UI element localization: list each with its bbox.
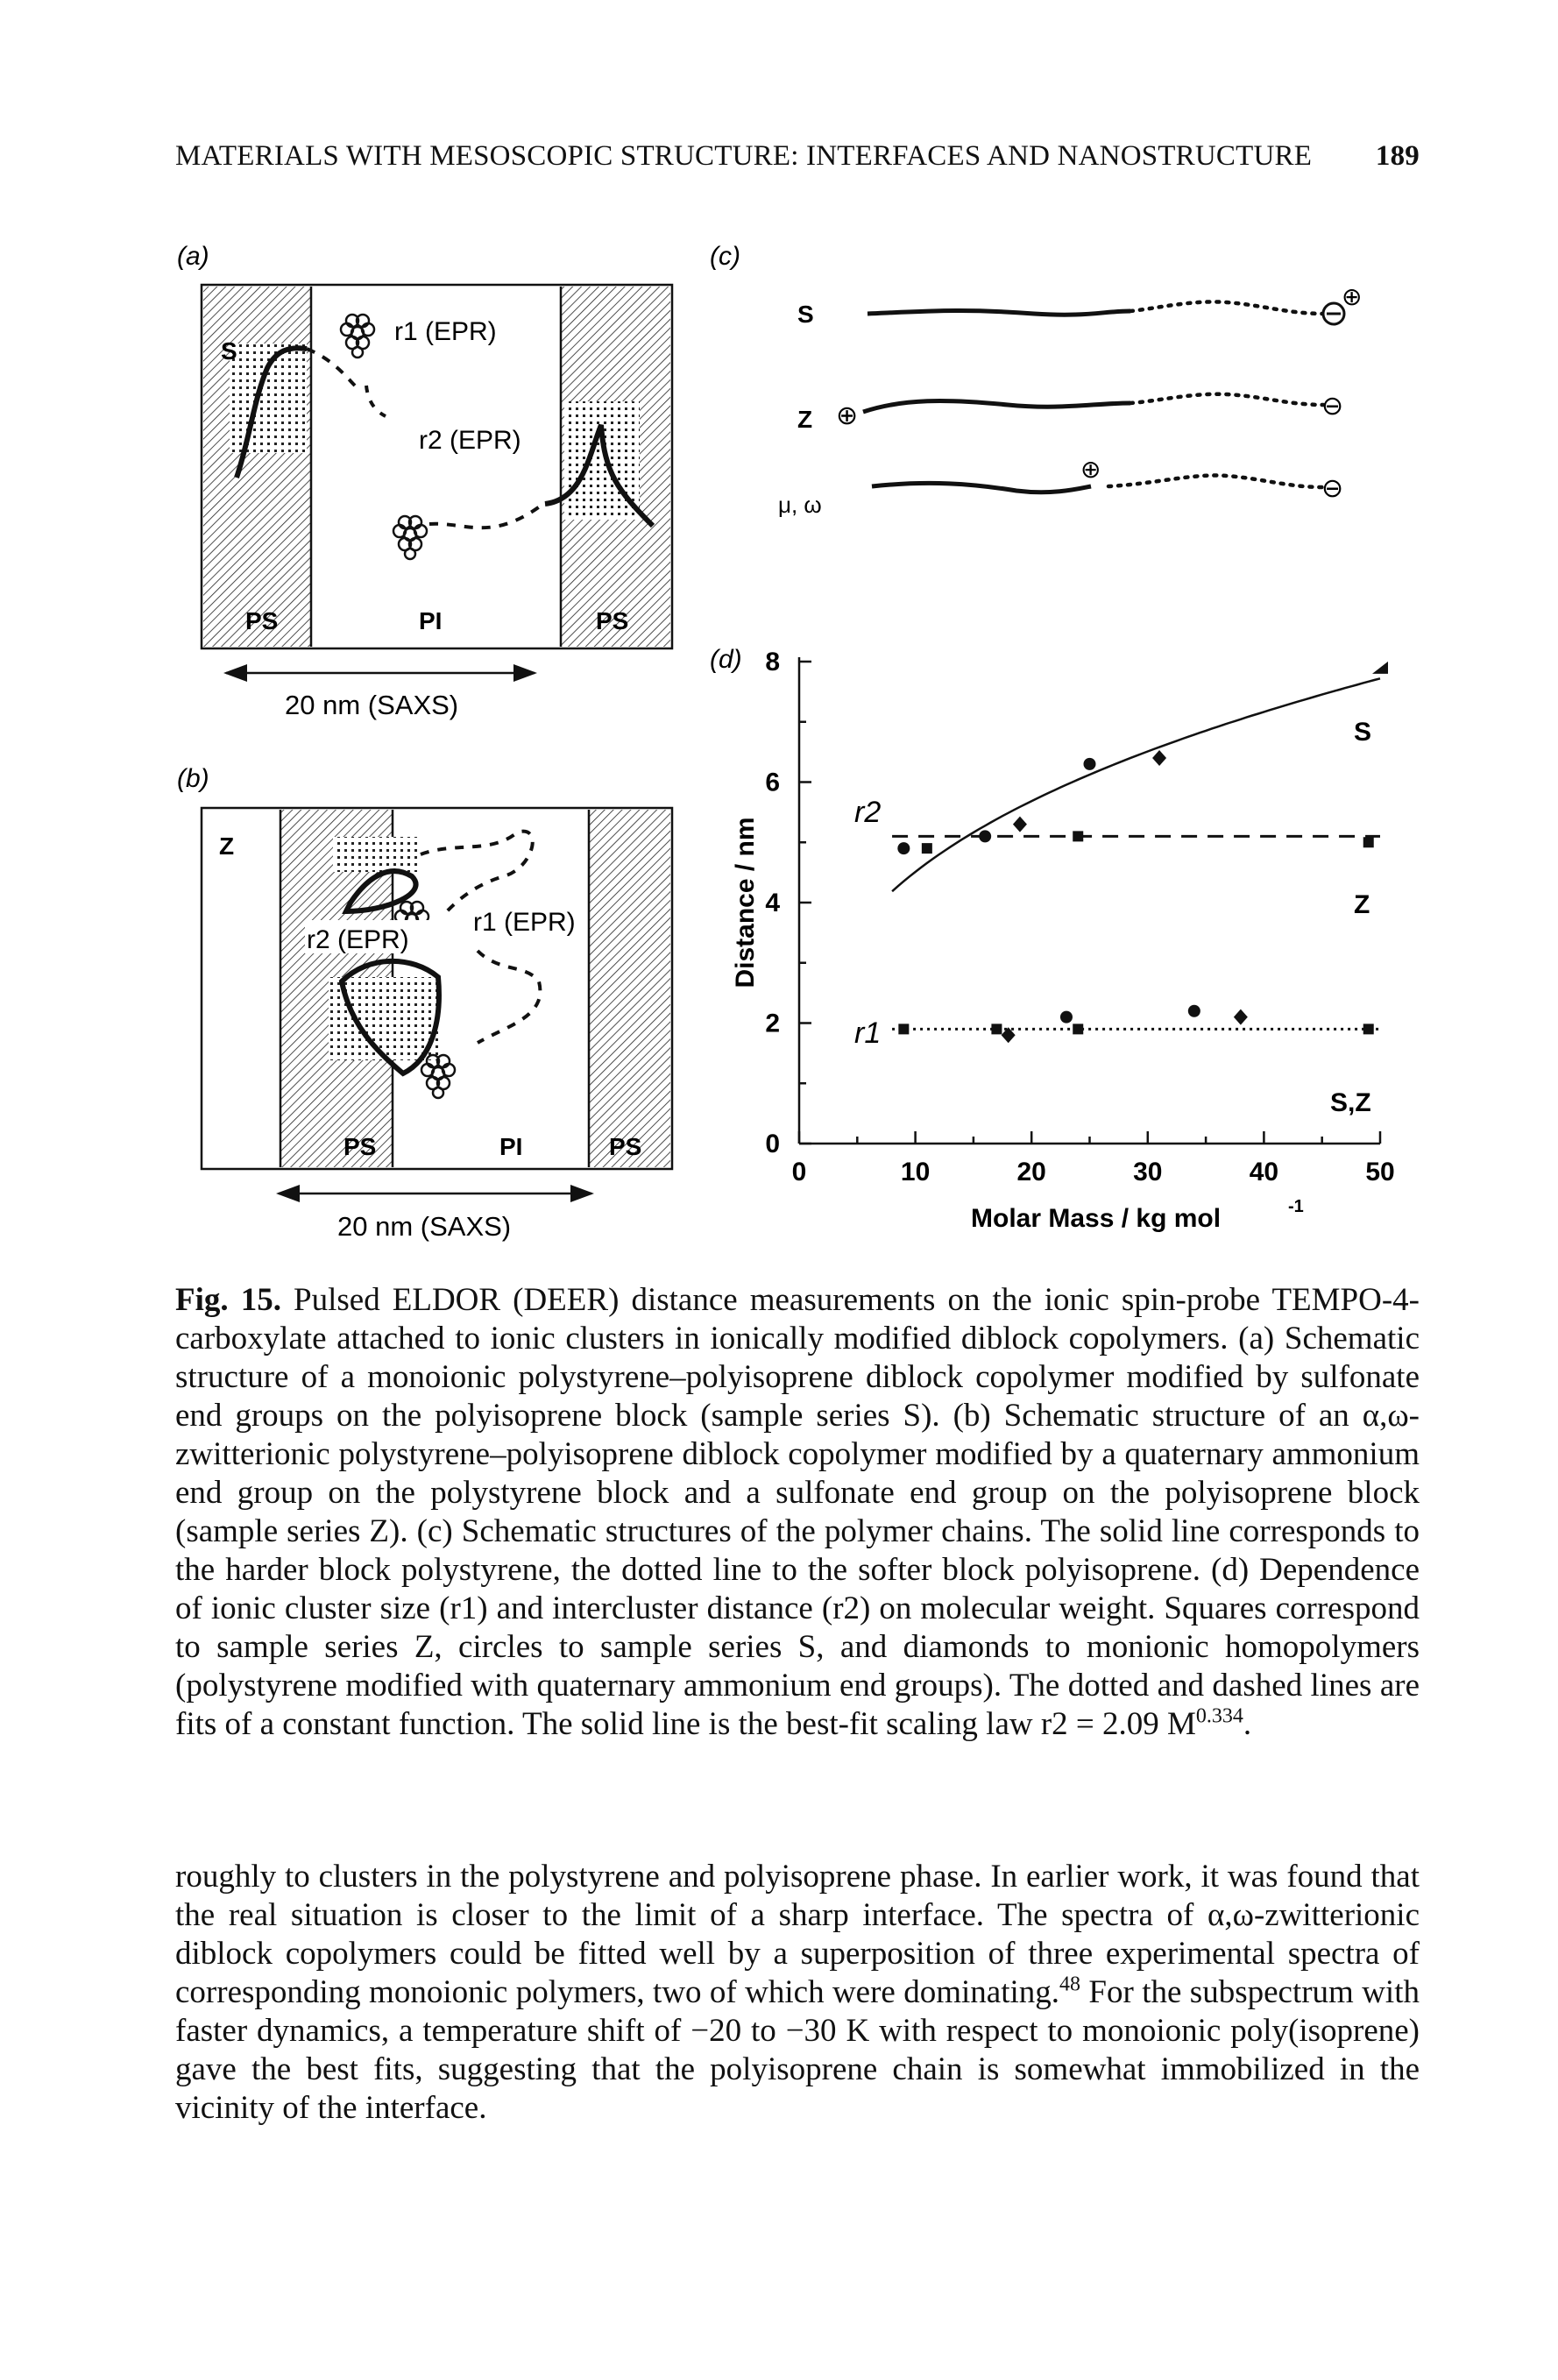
panel-b-ps-right-label: PS [609,1133,641,1160]
page-number: 189 [1375,140,1420,172]
data-point-diamond [1001,1027,1016,1044]
x-tick-label: 20 [1017,1158,1046,1186]
panel-a-r1-label: r1 (EPR) [394,317,497,346]
chain-mu-omega-end-group: ⊖ [1321,474,1343,503]
running-header: MATERIALS WITH MESOSCOPIC STRUCTURE: INT… [175,131,1420,184]
y-tick-label: 6 [765,769,780,797]
r1-curve-label: r1 [854,1016,881,1050]
x-axis-label-superscript: -1 [1288,1197,1304,1216]
chain-z-start-group: ⊕ [836,401,858,430]
y-tick-label: 0 [765,1130,780,1158]
r2-curve-label: r2 [854,796,881,829]
panel-b-z-label: Z [219,832,234,860]
panel-b-pi-label: PI [499,1133,522,1160]
data-point-circle [897,842,910,855]
panel-a-r2-label: r2 (EPR) [419,426,521,455]
data-point-square [1363,837,1374,848]
panel-d-label: (d) [710,645,742,674]
x-tick-label: 0 [792,1158,807,1186]
ps-domain-left [203,287,311,647]
figure-label: Fig. 15. [175,1282,281,1318]
data-point-square [1073,1024,1084,1035]
caption-exponent: 0.334 [1195,1704,1243,1728]
panel-a-scale-bar: 20 nm (SAXS) [223,664,537,720]
data-point-diamond [1012,816,1027,832]
x-axis-label: Molar Mass / kg mol [971,1204,1221,1233]
ps-domain-right [589,810,670,1167]
chain-z-label: Z [797,406,812,433]
data-point-circle [1059,1010,1073,1024]
data-point-diamond [1233,1009,1248,1025]
y-tick-label: 4 [765,889,780,917]
s-curve-label: S [1354,718,1371,747]
caption-end: . [1243,1706,1252,1742]
panel-b-ps-label: PS [343,1133,376,1160]
y-tick-label: 8 [765,648,780,676]
x-tick-label: 40 [1250,1158,1278,1186]
power-law-fit-line [891,677,1381,893]
reference-48: 48 [1059,1973,1081,1996]
caption-text: Pulsed ELDOR (DEER) distance measurement… [175,1282,1420,1742]
body-paragraph: roughly to clusters in the polystyrene a… [175,1858,1420,2128]
data-point-circle [1187,1004,1200,1017]
panel-b-scale-label: 20 nm (SAXS) [337,1211,511,1242]
data-point-circle [1083,757,1096,770]
figure-caption: Fig. 15. Pulsed ELDOR (DEER) distance me… [175,1281,1420,1744]
data-point-square [991,1024,1002,1035]
body-text-part-2: For the subspectrum with faster dynamics… [175,1974,1420,2126]
figure-15: (a) S PS PI PS r1 (EPR) r2 (EPR) 20 nm (… [177,242,1395,1242]
panel-a-ps-right-label: PS [596,607,628,634]
data-point-diamond [1152,750,1167,766]
data-point-square [1073,831,1084,842]
x-tick-label: 10 [901,1158,930,1186]
chain-mu-omega-label: μ, ω [778,492,822,518]
chain-mu-omega-start-group: ⊕ [1080,456,1101,483]
z-curve-label: Z [1354,890,1370,919]
chain-s-label: S [797,301,814,328]
x-tick-label: 50 [1365,1158,1394,1186]
panel-b-r2-label: r2 (EPR) [307,925,409,954]
data-point-square [1363,1024,1374,1035]
panel-a-scale-label: 20 nm (SAXS) [285,690,458,720]
sz-curve-label: S,Z [1330,1088,1371,1117]
panel-b-r1-label: r1 (EPR) [473,908,576,937]
data-point-circle [979,830,992,843]
y-axis-label: Distance / nm [731,817,760,988]
x-tick-label: 30 [1133,1158,1162,1186]
panel-c-label: (c) [710,242,740,271]
panel-b-scale-bar: 20 nm (SAXS) [276,1185,594,1242]
data-point-square [921,843,932,854]
panel-a-s-label: S [221,337,237,365]
panel-a-pi-label: PI [419,607,442,634]
chain-z-end-group: ⊖ [1321,392,1343,421]
panel-b-label: (b) [177,764,209,793]
panel-a-label: (a) [177,242,209,271]
panel-a-ps-label: PS [245,607,278,634]
panel-b-schematic: Z PS PI PS r1 (EPR) r2 (EPR) [200,806,674,1171]
data-point-square [898,1024,910,1035]
panel-c-chains: S ⊕ Z ⊕ ⊖ μ, ω ⊕ ⊖ [778,283,1362,518]
y-tick-label: 2 [765,1009,780,1038]
running-title: MATERIALS WITH MESOSCOPIC STRUCTURE: INT… [175,140,1313,172]
panel-a-schematic: S PS PI PS r1 (EPR) r2 (EPR) [200,283,674,650]
chain-s-end-group: ⊕ [1342,283,1362,310]
data-point-triangle [1372,661,1388,674]
body-text-part-1: roughly to clusters in the polystyrene a… [175,1859,1420,2010]
